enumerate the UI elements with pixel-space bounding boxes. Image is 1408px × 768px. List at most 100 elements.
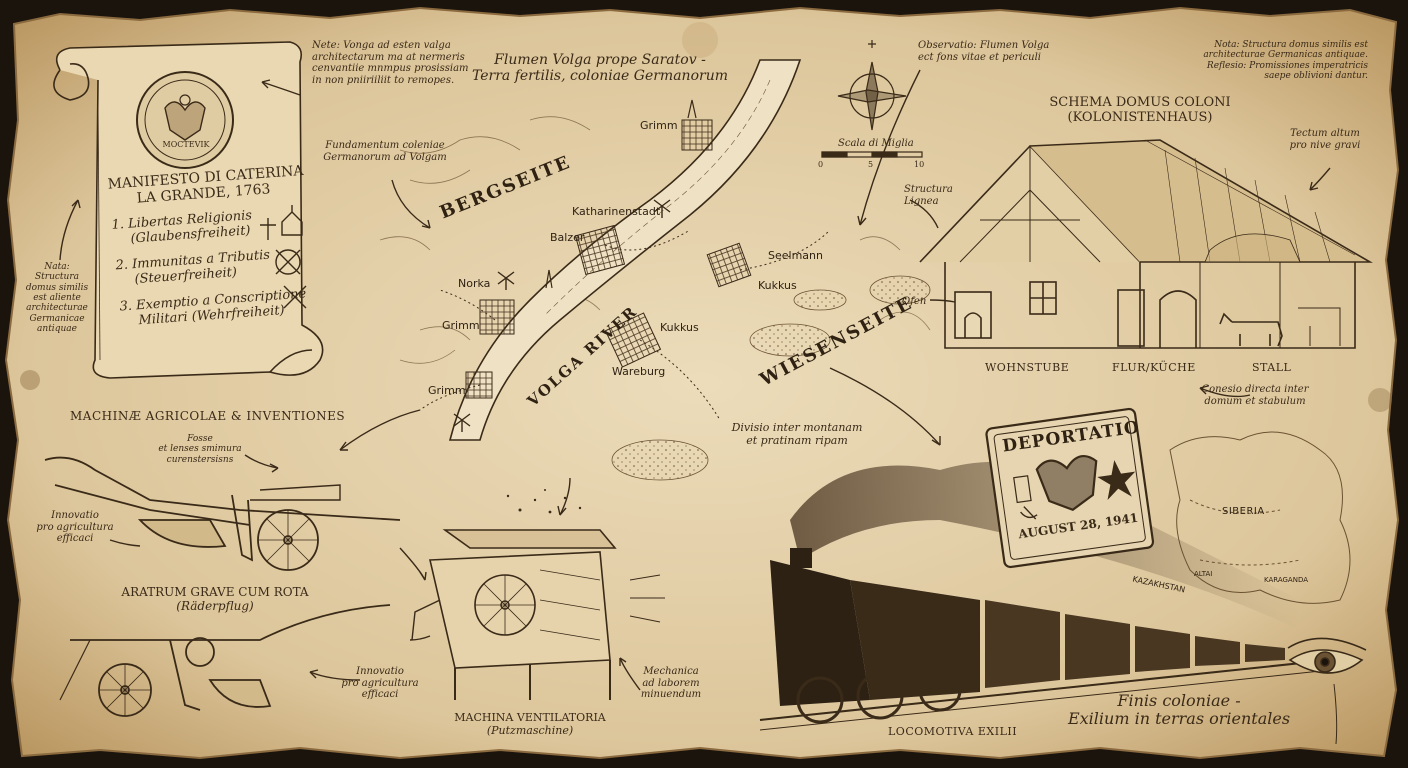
town-label: Kukkus bbox=[758, 279, 797, 292]
note-line: Tectum altum bbox=[1290, 128, 1360, 139]
pointer-arrows bbox=[59, 69, 1331, 691]
marsh bbox=[749, 323, 831, 357]
note-conexio: Conesio directa inter domum et stabulum bbox=[1180, 384, 1330, 407]
note-line: saepe oblivioni dantur. bbox=[1264, 71, 1368, 82]
scale-tick: 5 bbox=[868, 160, 874, 169]
manifesto-icons bbox=[260, 205, 307, 309]
town-label: Balzer bbox=[550, 231, 585, 244]
map-label-siberia: SIBERIA bbox=[1222, 506, 1265, 517]
note-line: in non pniiriiliit to remopes. bbox=[312, 74, 455, 86]
map-label-altai: ALTAI bbox=[1194, 570, 1213, 578]
town-label: Seelmann bbox=[768, 249, 823, 262]
town-label: Norka bbox=[458, 277, 491, 290]
note-line: Nota: Structura domus similis est bbox=[1214, 40, 1368, 50]
note-line: efficaci bbox=[361, 689, 399, 700]
ventilator-subtitle: (Putzmaschine) bbox=[486, 723, 574, 737]
manifesto-scroll bbox=[53, 41, 324, 379]
plough-caption: ARATRUM GRAVE CUM ROTA (Räderpflug) bbox=[110, 585, 320, 614]
house-title-line: (KOLONISTENHAUS) bbox=[1067, 109, 1213, 125]
volga-map bbox=[379, 59, 931, 481]
plough-subtitle: (Räderpflug) bbox=[176, 598, 254, 613]
note-structura: Structura Lignea bbox=[904, 184, 953, 207]
town-label: Grimm bbox=[428, 384, 466, 397]
note-line: pro agricultura bbox=[341, 677, 419, 689]
note-line: architectarum ma at nermeris bbox=[312, 51, 465, 63]
finis-line: Exilium in terras orientales bbox=[1067, 709, 1291, 729]
note-line: architecturae bbox=[26, 303, 88, 314]
note-line: Fosse bbox=[187, 434, 213, 444]
finis-caption: Finis coloniae - Exilium in terras orien… bbox=[1064, 691, 1294, 729]
note-line: pro nive gravi bbox=[1289, 139, 1361, 151]
note-observatio: Observatio: Flumen Volga ect fons vitae … bbox=[918, 40, 1049, 63]
town-label: Kukkus bbox=[660, 321, 699, 334]
note-tectum: Tectum altum pro nive gravi bbox=[1280, 128, 1370, 151]
crossed-coin-icon bbox=[275, 249, 301, 275]
note-divisio: Divisio inter montanam et pratinam ripam bbox=[722, 421, 872, 447]
village-grimm bbox=[479, 299, 515, 335]
church-spire-icons bbox=[545, 99, 697, 289]
village-balzer bbox=[574, 224, 626, 276]
note-line: curenstersisns bbox=[166, 454, 234, 465]
note-mechanica: Mechanica ad laborem minuendum bbox=[636, 666, 706, 701]
town-label: Grimm bbox=[442, 319, 480, 332]
crossed-swords-icon bbox=[283, 285, 307, 309]
note-line: Reflesio: Promissiones imperatricis bbox=[1206, 60, 1368, 71]
note-line: minuendum bbox=[640, 689, 702, 700]
note-line: Structura bbox=[34, 272, 79, 283]
note-line: Germanicae bbox=[29, 313, 85, 324]
church-icon bbox=[281, 205, 303, 236]
marsh bbox=[611, 439, 709, 481]
deportation-stamp bbox=[985, 407, 1155, 569]
note-line: Observatio: Flumen Volga bbox=[918, 40, 1050, 51]
plough-title: ARATRUM GRAVE CUM ROTA bbox=[121, 585, 309, 599]
note-line: efficaci bbox=[56, 533, 94, 544]
plough-drawings bbox=[44, 456, 401, 717]
hammer-sickle-icon bbox=[1020, 506, 1038, 520]
scale-label: Scala di Miglia bbox=[838, 138, 914, 149]
star-icon bbox=[1097, 460, 1136, 501]
note-line: Nata: bbox=[44, 262, 70, 272]
village-grimm bbox=[465, 371, 493, 399]
cross-icon bbox=[260, 218, 276, 240]
village-grimm bbox=[681, 119, 713, 151]
stain bbox=[1368, 388, 1392, 412]
note-line: pro agricultura bbox=[36, 521, 114, 533]
map-title-line: Terra fertilis, coloniae Germanorum bbox=[472, 68, 728, 85]
marsh bbox=[869, 275, 931, 305]
note-left-side: Nata: Structura domus similis est alient… bbox=[22, 262, 92, 334]
stain bbox=[20, 370, 40, 390]
town-label: Wareburg bbox=[612, 365, 666, 378]
town-label: Grimm bbox=[640, 119, 678, 132]
scale-tick: 0 bbox=[818, 160, 824, 169]
note-fundamentum: Fundamentum coleniae Germanorum ad Volga… bbox=[322, 140, 448, 163]
map-label-karaganda: KARAGANDA bbox=[1264, 576, 1309, 584]
ventilator-caption: MACHINA VENTILATORIA (Putzmaschine) bbox=[440, 711, 620, 737]
note-line: est aliente bbox=[33, 293, 81, 304]
note-line: ad laborem bbox=[642, 677, 700, 689]
note-line: ect fons vitae et periculi bbox=[918, 51, 1041, 63]
note-line: Innovatio bbox=[356, 666, 404, 677]
note-ofen: Ofen bbox=[902, 296, 927, 307]
imperial-seal bbox=[136, 71, 234, 169]
ventilator-machine-drawing bbox=[411, 489, 665, 700]
note-line: Structura bbox=[904, 184, 953, 195]
map-title: Flumen Volga prope Saratov - Terra ferti… bbox=[470, 52, 730, 84]
town-label: Katharinenstadt bbox=[572, 205, 661, 218]
house-title-line: SCHEMA DOMUS COLONI bbox=[1049, 95, 1231, 110]
seal-text: MOCTEVIK bbox=[162, 140, 210, 149]
note-line: domus similis bbox=[25, 282, 89, 293]
compass-rose-icon bbox=[837, 40, 907, 131]
scale-tick: 10 bbox=[914, 160, 925, 169]
room-label: WOHNSTUBE bbox=[985, 361, 1070, 374]
note-fosse: Fosse et lenses smimura curenstersisns bbox=[140, 434, 260, 465]
note-line: cenvantiie mnmpus prosissiam bbox=[312, 63, 469, 74]
marsh bbox=[793, 289, 847, 311]
note-line: Divisio inter montanam bbox=[731, 421, 863, 434]
note-line: Germanorum ad Volgam bbox=[323, 151, 447, 163]
note-line: et pratinam ripam bbox=[746, 433, 848, 447]
village-seelmann bbox=[706, 242, 752, 288]
note-line: Lignea bbox=[904, 195, 939, 207]
note-top-left: Nete: Vonga ad esten valga architectarum… bbox=[312, 40, 469, 86]
